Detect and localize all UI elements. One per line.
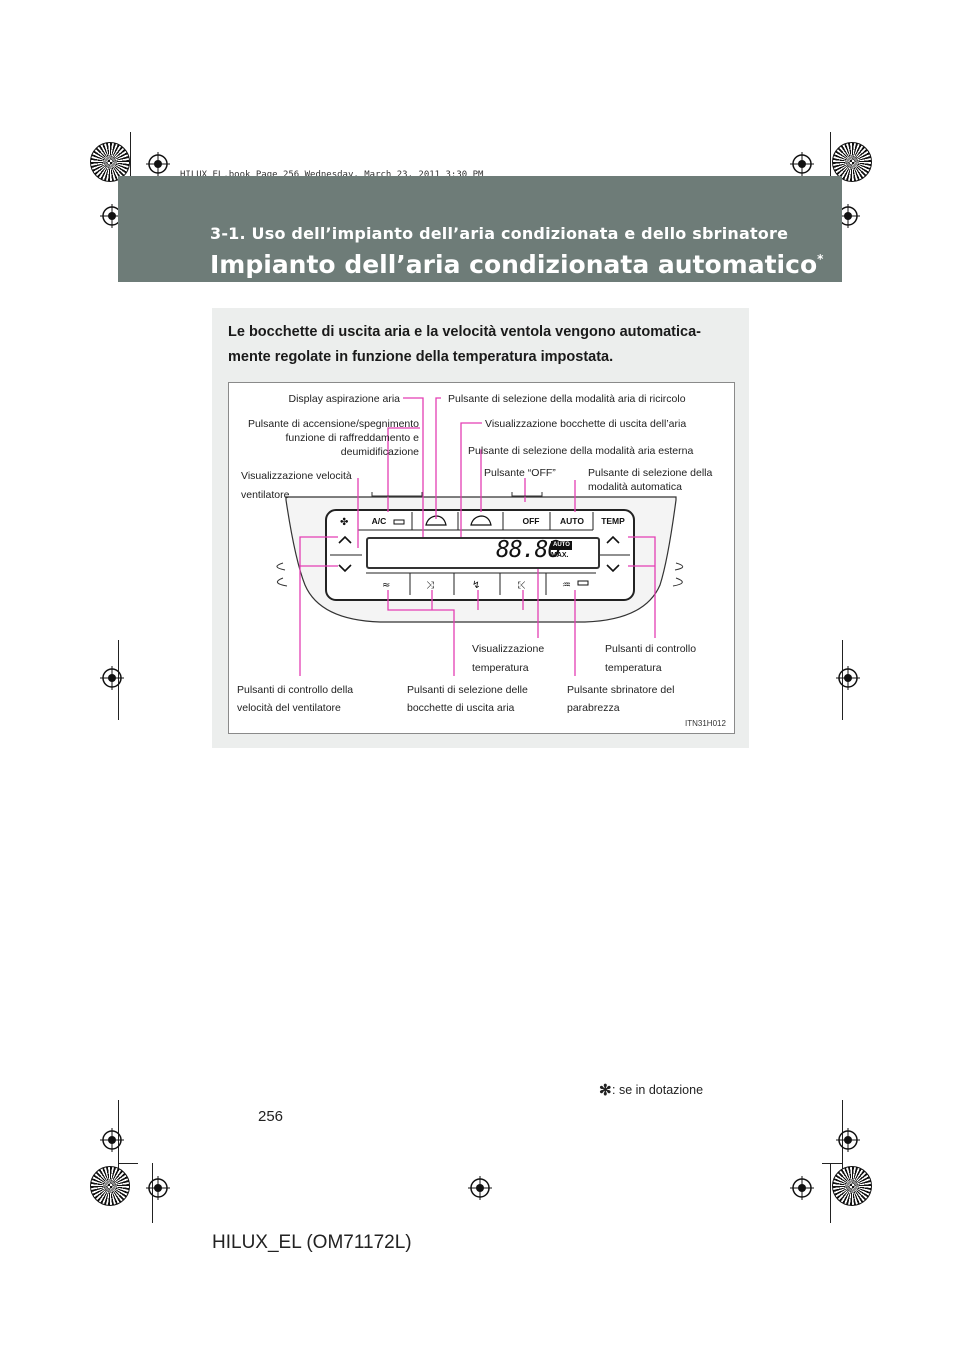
ac-indicator (393, 519, 405, 525)
page-number: 256 (258, 1108, 284, 1125)
crop-line (842, 640, 843, 720)
feet-vent-icon: ↯ (472, 580, 480, 591)
temp-label: TEMP (601, 516, 625, 526)
document-code: HILUX_EL (OM71172L) (212, 1232, 412, 1253)
callout-fan-controls: Pulsanti di controllo della velocità del… (237, 684, 354, 714)
defroster-indicator (577, 580, 589, 586)
optional-equipment-mark: * (817, 252, 824, 266)
fan-icon: ✤ (340, 517, 348, 528)
bilevel-vent-icon: ⤨ (426, 580, 434, 591)
callout-outside-air-button: Pulsante di selezione della modalità ari… (468, 445, 694, 457)
fan-down-arrow-icon (338, 564, 352, 573)
footnote: : se in dotazione (612, 1083, 704, 1097)
auto-button[interactable]: AUTO (560, 516, 584, 526)
callout-temp-controls: Pulsanti di controllo temperatura (605, 643, 697, 674)
callout-recirc-button: Pulsante di selezione della modalità ari… (448, 393, 686, 405)
page-title-text: Impianto dell’aria condizionata automati… (210, 250, 818, 279)
registration-mark-icon (836, 666, 860, 690)
temp-down-arrow-icon (606, 564, 620, 573)
callout-temp-display: Visualizzazione temperatura (472, 643, 545, 674)
lcd-temperature-digits: 88.80 (496, 537, 561, 563)
registration-mark-icon (790, 1176, 814, 1200)
intro-text: Le bocchette di uscita aria e la velocit… (228, 324, 701, 365)
section-title: 3-1. Uso dell’impianto dell’aria condizi… (210, 224, 789, 243)
print-stamp: HILUX_EL.book Page 256 Wednesday, March … (180, 170, 484, 180)
callout-outlet-display: Visualizzazione bocchette di uscita dell… (485, 418, 687, 430)
crop-line (118, 640, 119, 720)
lcd-display (366, 537, 600, 569)
bracket-line (371, 492, 423, 497)
starburst-target-icon (832, 1166, 872, 1206)
face-vent-icon: ≈ (382, 580, 390, 591)
crop-line (118, 1163, 138, 1164)
dashboard-trim (672, 562, 684, 587)
callout-fan-speed-display: Visualizzazione velocità ventilatore (241, 470, 352, 501)
registration-mark-icon (100, 666, 124, 690)
temp-up-arrow-icon (606, 535, 620, 544)
starburst-target-icon (90, 142, 130, 182)
callout-auto-button: Pulsante di selezione della modalità aut… (588, 467, 713, 493)
figure-code: ITN31H012 (685, 719, 726, 728)
lcd-max-label: MAX. (551, 552, 569, 559)
registration-mark-icon (836, 204, 860, 228)
bracket-line (511, 492, 543, 497)
crop-line (830, 1163, 831, 1223)
callout-display-intake: Display aspirazione aria (288, 393, 400, 405)
crop-line (830, 132, 831, 202)
starburst-target-icon (832, 142, 872, 182)
off-button[interactable]: OFF (522, 516, 540, 526)
registration-mark-icon (468, 1176, 492, 1200)
crop-line (130, 132, 131, 202)
dashboard-trim (276, 562, 288, 587)
header-band (118, 176, 842, 282)
registration-mark-icon (146, 152, 170, 176)
callout-outlet-buttons: Pulsanti di selezione delle bocchette di… (407, 684, 528, 714)
fan-up-arrow-icon (338, 535, 352, 544)
callout-defroster-button: Pulsante sbrinatore del parabrezza (567, 684, 675, 714)
registration-mark-icon (836, 1128, 860, 1152)
defroster-icon: ♒ (562, 580, 571, 591)
crop-line (822, 1163, 842, 1164)
crop-line (152, 1163, 153, 1223)
registration-mark-icon (790, 152, 814, 176)
lcd-auto-badge: AUTO (551, 541, 572, 550)
leader-lines (299, 397, 656, 676)
starburst-target-icon (90, 1166, 130, 1206)
callout-ac-button: Pulsante di accensione/spegnimento funzi… (247, 418, 419, 458)
callout-off-button: Pulsante “OFF” (484, 467, 556, 479)
feet-defrost-vent-icon: ⤪ (518, 580, 526, 591)
registration-mark-icon (100, 1128, 124, 1152)
asterisk-icon: ✻ (599, 1082, 612, 1099)
outside-air-car-icon (470, 515, 492, 526)
page-title: Impianto dell’aria condizionata automati… (210, 250, 823, 279)
registration-mark-icon (146, 1176, 170, 1200)
ac-button[interactable]: A/C (371, 516, 387, 526)
